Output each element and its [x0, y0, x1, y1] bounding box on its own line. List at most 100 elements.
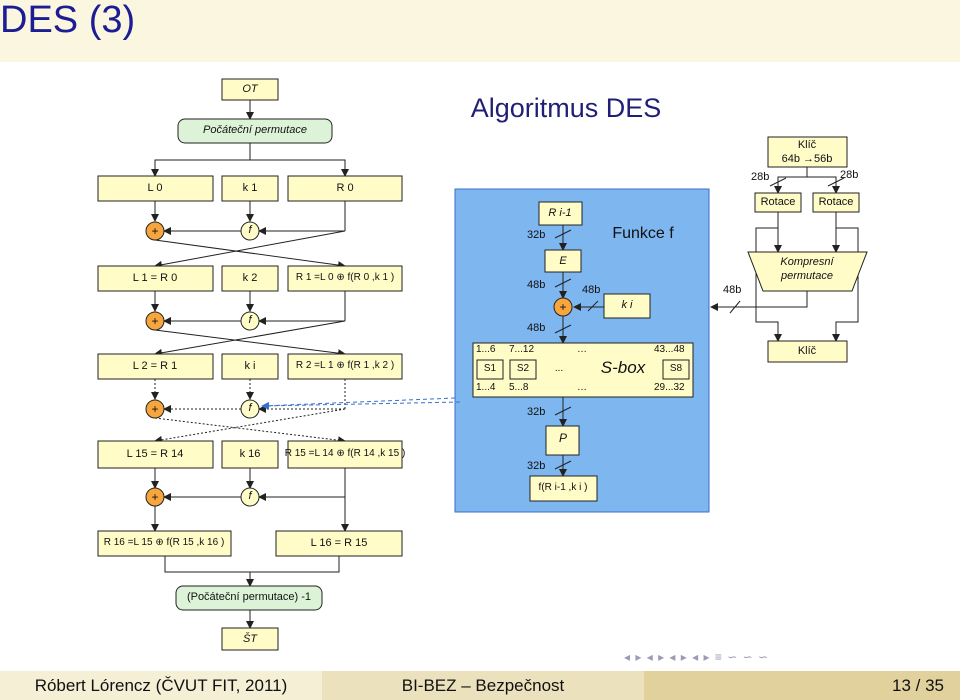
range-5-8: 5...8	[509, 382, 529, 393]
l1-box	[97, 265, 214, 292]
footer-course: BI-BEZ – Bezpečnost	[322, 671, 644, 700]
p-box	[545, 425, 580, 456]
rot2-box	[812, 192, 860, 213]
w28-label-b: 28b	[840, 169, 859, 181]
ipinv-box	[175, 585, 323, 611]
ot-label: OT	[242, 83, 258, 95]
sbox-label: S-box	[600, 358, 646, 377]
f-label-4: f	[248, 490, 252, 502]
slide-title: DES (3)	[0, 0, 136, 41]
l15-label: L 15 = R 14	[126, 448, 184, 460]
nav-controls[interactable]: ◂ ▸ ◂ ▸ ◂ ▸ ◂ ▸ ≡ ∽ ∽ ∽	[624, 650, 770, 664]
key-conv-label: 64b →56b	[781, 153, 833, 165]
range-ellipsis-top: …	[577, 344, 587, 355]
xor-plus-2: +	[151, 314, 159, 328]
l0-box	[97, 175, 214, 202]
key-label: Klíč	[797, 139, 817, 151]
l16-box	[275, 530, 403, 557]
sbox-dots: ...	[554, 363, 564, 374]
footer-author: Róbert Lórencz (ČVUT FIT, 2011)	[0, 671, 322, 700]
k2-label: k 2	[242, 272, 258, 284]
w28-label-a: 28b	[751, 171, 770, 183]
f-circle-4	[240, 487, 260, 507]
r1-box	[287, 265, 403, 292]
range-1-4: 1...4	[476, 382, 496, 393]
w32-label-b: 32b	[527, 406, 546, 418]
rot1-box	[754, 192, 802, 213]
range-43-48: 43...48	[654, 344, 685, 355]
xor-circle-1	[145, 221, 165, 241]
f-label-3: f	[248, 402, 252, 414]
r0-box	[287, 175, 403, 202]
ipinv-label: (Počáteční permutace) -1	[186, 591, 312, 603]
s8-box	[662, 359, 690, 380]
e-label: E	[559, 255, 567, 267]
ki-box	[221, 353, 279, 380]
r16-box	[97, 530, 232, 557]
r2-box	[287, 353, 403, 380]
f-label-2: f	[248, 314, 252, 326]
w32-label-a: 32b	[527, 229, 546, 241]
xor-circle-4	[145, 487, 165, 507]
p-label: P	[558, 431, 568, 445]
ri1-box	[538, 201, 583, 226]
l1-label: L 1 = R 0	[132, 272, 178, 284]
f-label-1: f	[248, 224, 252, 236]
xor-plus-1: +	[151, 224, 159, 238]
k16-box	[221, 440, 279, 469]
xor-plus-3: +	[151, 402, 159, 416]
xor-circle-2	[145, 311, 165, 331]
s1-box	[476, 359, 504, 380]
s8-label: S8	[669, 363, 683, 374]
l15-box	[97, 440, 214, 469]
rot1-label: Rotace	[760, 196, 796, 208]
k2-box	[221, 265, 279, 292]
r2-label: R 2 =L 1 ⊕ f(R 1 ,k 2 )	[295, 360, 395, 371]
range-ellipsis-bottom: …	[577, 382, 587, 393]
key-box	[767, 136, 848, 168]
r0-label: R 0	[336, 182, 354, 194]
f-circle-1	[240, 221, 260, 241]
title-bar	[0, 0, 960, 62]
w48-label-b: 48b	[582, 284, 601, 296]
footer-page: 13 / 35	[644, 671, 960, 700]
xor-key-circle	[553, 297, 573, 317]
range-1-6: 1...6	[476, 344, 496, 355]
pc2-trapezoid	[747, 251, 868, 292]
k1-box	[221, 175, 279, 202]
funkce-f-title: Funkce f	[612, 225, 674, 242]
f-circle-3	[240, 399, 260, 419]
st-box	[221, 627, 279, 651]
f-circle-2	[240, 311, 260, 331]
ki-center-label: k i	[621, 299, 633, 311]
r1-label: R 1 =L 0 ⊕ f(R 0 ,k 1 )	[295, 272, 395, 283]
k16-label: k 16	[239, 448, 261, 460]
w48-label-a: 48b	[527, 279, 546, 291]
l0-label: L 0	[147, 182, 163, 194]
ki-label: k i	[244, 360, 256, 372]
r16-label: R 16 =L 15 ⊕ f(R 15 ,k 16 )	[103, 537, 225, 548]
ri1-label: R i-1	[548, 207, 572, 219]
footer: Róbert Lórencz (ČVUT FIT, 2011) BI-BEZ –…	[0, 671, 960, 700]
ip-box	[177, 118, 333, 144]
w32-label-c: 32b	[527, 460, 546, 472]
algo-title: Algoritmus DES	[470, 93, 662, 123]
w48-label-c: 48b	[527, 322, 546, 334]
s2-label: S2	[516, 363, 530, 374]
l16-label: L 16 = R 15	[310, 537, 368, 549]
r15-box	[287, 440, 403, 469]
r15-label: R 15 =L 14 ⊕ f(R 14 ,k 15 )	[284, 448, 406, 459]
st-label: ŠT	[242, 633, 258, 645]
range-29-32: 29...32	[654, 382, 685, 393]
rot2-label: Rotace	[818, 196, 854, 208]
xor-key-plus: +	[559, 300, 567, 314]
l2-box	[97, 353, 214, 380]
k1-label: k 1	[242, 182, 258, 194]
e-box	[544, 249, 582, 273]
des-diagram	[97, 78, 868, 651]
l2-label: L 2 = R 1	[132, 360, 178, 372]
fout-label: f(R i-1 ,k i )	[538, 482, 588, 493]
w48-label-right: 48b	[723, 284, 742, 296]
key-out-label: Klíč	[797, 345, 817, 357]
xor-circle-3	[145, 399, 165, 419]
